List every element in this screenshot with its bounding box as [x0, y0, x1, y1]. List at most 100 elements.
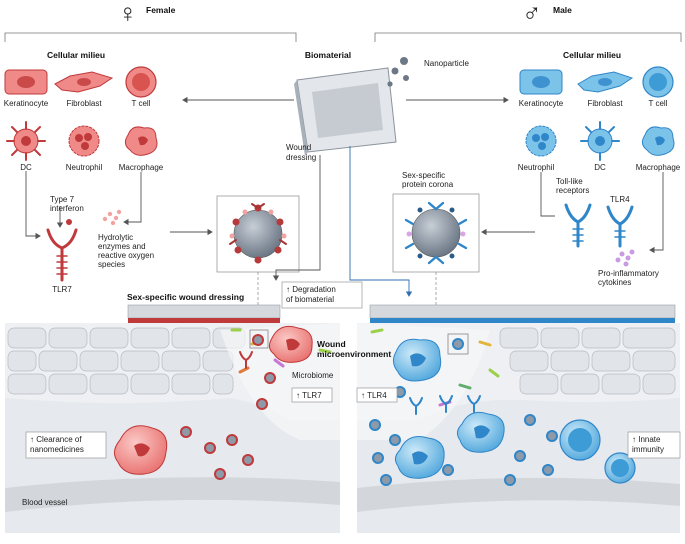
male-neutrophil-icon: [525, 125, 557, 157]
tlr7-label: TLR7: [52, 285, 72, 294]
pro-inflam-line2: cytokines: [598, 278, 631, 287]
male-macrophage-icon: [641, 126, 675, 156]
female-neutrophil-icon: [68, 125, 100, 157]
tlr-receptors-line1: Toll-like: [556, 177, 583, 186]
male-fibroblast-label: Fibroblast: [587, 99, 623, 108]
degradation-line1: ↑ Degradation: [286, 285, 336, 294]
neutrophil-to-tlr-arrow: [540, 172, 555, 217]
biomaterial-to-female-dressing-arrow: [272, 155, 321, 281]
up-tlr7-label: ↑ TLR7: [296, 391, 322, 400]
biomaterial-to-male-dressing-arrow: [349, 146, 413, 297]
female-neutrophil-label: Neutrophil: [66, 163, 103, 172]
macrophage-to-ros-arrow: [123, 172, 142, 226]
male-symbol-icon: ♂: [522, 0, 542, 28]
interferon-molecule-icon: [66, 219, 72, 225]
type7-interferon-line1: Type 7: [50, 195, 75, 204]
male-tissue-panel: [357, 323, 680, 533]
type7-interferon-line2: interferon: [50, 204, 84, 213]
male-fibroblast-icon: [577, 71, 634, 93]
degradation-callout: ↑ Degradation of biomaterial: [281, 281, 363, 309]
male-dressing-strip: [369, 304, 676, 324]
male-neutrophil-label: Neutrophil: [518, 163, 555, 172]
wound-micro-line2: microenvironment: [317, 349, 391, 359]
degradation-line2: of biomaterial: [286, 295, 334, 304]
biomaterial-title: Biomaterial: [305, 50, 351, 60]
female-symbol-icon: ♀: [118, 0, 138, 28]
microbiome-label: Microbiome: [292, 371, 334, 380]
protein-corona-line1: Sex-specific: [402, 171, 445, 180]
tlr7-receptor-icon: [46, 228, 78, 282]
male-keratinocyte-label: Keratinocyte: [519, 99, 564, 108]
clearance-line1: ↑ Clearance of: [30, 435, 82, 444]
dc-to-tlr7-arrow: [25, 171, 41, 240]
innate-immunity-callout: ↑ Innate immunity: [627, 431, 681, 459]
hydrolytic-line4: species: [98, 260, 125, 269]
nanoparticle-label: Nanoparticle: [424, 59, 469, 68]
female-tlr-wound-icon: [239, 351, 253, 369]
hydrolytic-line2: enzymes and: [98, 242, 146, 251]
cytokine-molecules-icon: [615, 249, 635, 267]
male-tlr-receptor-icon-1: [564, 203, 592, 248]
hydrolytic-line1: Hydrolytic: [98, 233, 133, 242]
male-wound-macrophage-icon: [392, 338, 442, 382]
blood-vessel-label: Blood vessel: [22, 498, 68, 507]
female-keratinocyte-label: Keratinocyte: [4, 99, 49, 108]
innate-line2: immunity: [632, 445, 664, 454]
female-label: Female: [146, 5, 176, 15]
protein-corona-line2: protein corona: [402, 180, 454, 189]
female-nanoparticle-panel: [216, 195, 300, 273]
female-wound-macrophage-icon: [268, 325, 313, 363]
macrophage-to-cytokine-arrow: [649, 172, 664, 254]
male-bracket: [374, 32, 682, 42]
innate-line1: ↑ Innate: [632, 435, 661, 444]
male-np-focus-box: [447, 333, 469, 355]
up-tlr4-label: ↑ TLR4: [361, 391, 387, 400]
female-t-cell-icon: [125, 66, 157, 98]
male-t-cell-label: T cell: [649, 99, 668, 108]
male-keratinocyte-icon: [519, 69, 563, 95]
wound-gap-right: [357, 323, 490, 440]
up-tlr4-callout: ↑ TLR4: [356, 387, 398, 403]
female-bracket: [4, 32, 297, 42]
clearance-callout: ↑ Clearance of nanomedicines: [25, 431, 107, 459]
male-macrophage-label: Macrophage: [636, 163, 681, 172]
male-tlr-wound-icon: [409, 395, 481, 415]
female-tissue-macrophage-icon: [114, 425, 168, 475]
female-header: ♀ Female: [4, 0, 297, 42]
male-header: ♂ Male: [374, 0, 682, 42]
female-t-cell-label: T cell: [132, 99, 151, 108]
male-dc-label: DC: [594, 163, 606, 172]
female-np-focus-box: [249, 329, 269, 349]
male-np-cluster-icon: [369, 338, 558, 486]
tlr-receptors-line2: receptors: [556, 186, 589, 195]
female-dressing-title: Sex-specific wound dressing: [127, 292, 244, 302]
female-dressing-strip: [127, 304, 281, 324]
clearance-line2: nanomedicines: [30, 445, 84, 454]
female-fibroblast-label: Fibroblast: [66, 99, 102, 108]
tlr4-label: TLR4: [610, 195, 630, 204]
wound-dressing-icon: [294, 67, 397, 156]
male-t-cell-icon: [642, 66, 674, 98]
female-cellular-milieu-title: Cellular milieu: [47, 50, 105, 60]
pro-inflam-line1: Pro-inflammatory: [598, 269, 659, 278]
nanoparticle-dots-icon: [387, 57, 409, 87]
male-nanoparticle-panel: [392, 193, 480, 273]
female-dc-label: DC: [20, 163, 32, 172]
female-blood-vessel: [5, 477, 340, 512]
female-macrophage-icon: [124, 126, 158, 156]
male-tlr4-receptor-icon: [606, 205, 634, 248]
wound-dressing-line1: Wound: [286, 143, 311, 152]
female-keratinocyte-icon: [4, 69, 48, 95]
wound-micro-line1: Wound: [317, 339, 346, 349]
female-macrophage-label: Macrophage: [119, 163, 164, 172]
male-dc-icon: [580, 121, 620, 161]
ros-molecules-icon: [102, 209, 122, 226]
up-tlr7-callout: ↑ TLR7: [291, 387, 333, 403]
female-dc-icon: [6, 121, 46, 161]
male-cellular-milieu-title: Cellular milieu: [563, 50, 621, 60]
male-label: Male: [553, 5, 572, 15]
hydrolytic-line3: reactive oxygen: [98, 251, 154, 260]
male-tissue-cells-icon: [394, 411, 636, 484]
